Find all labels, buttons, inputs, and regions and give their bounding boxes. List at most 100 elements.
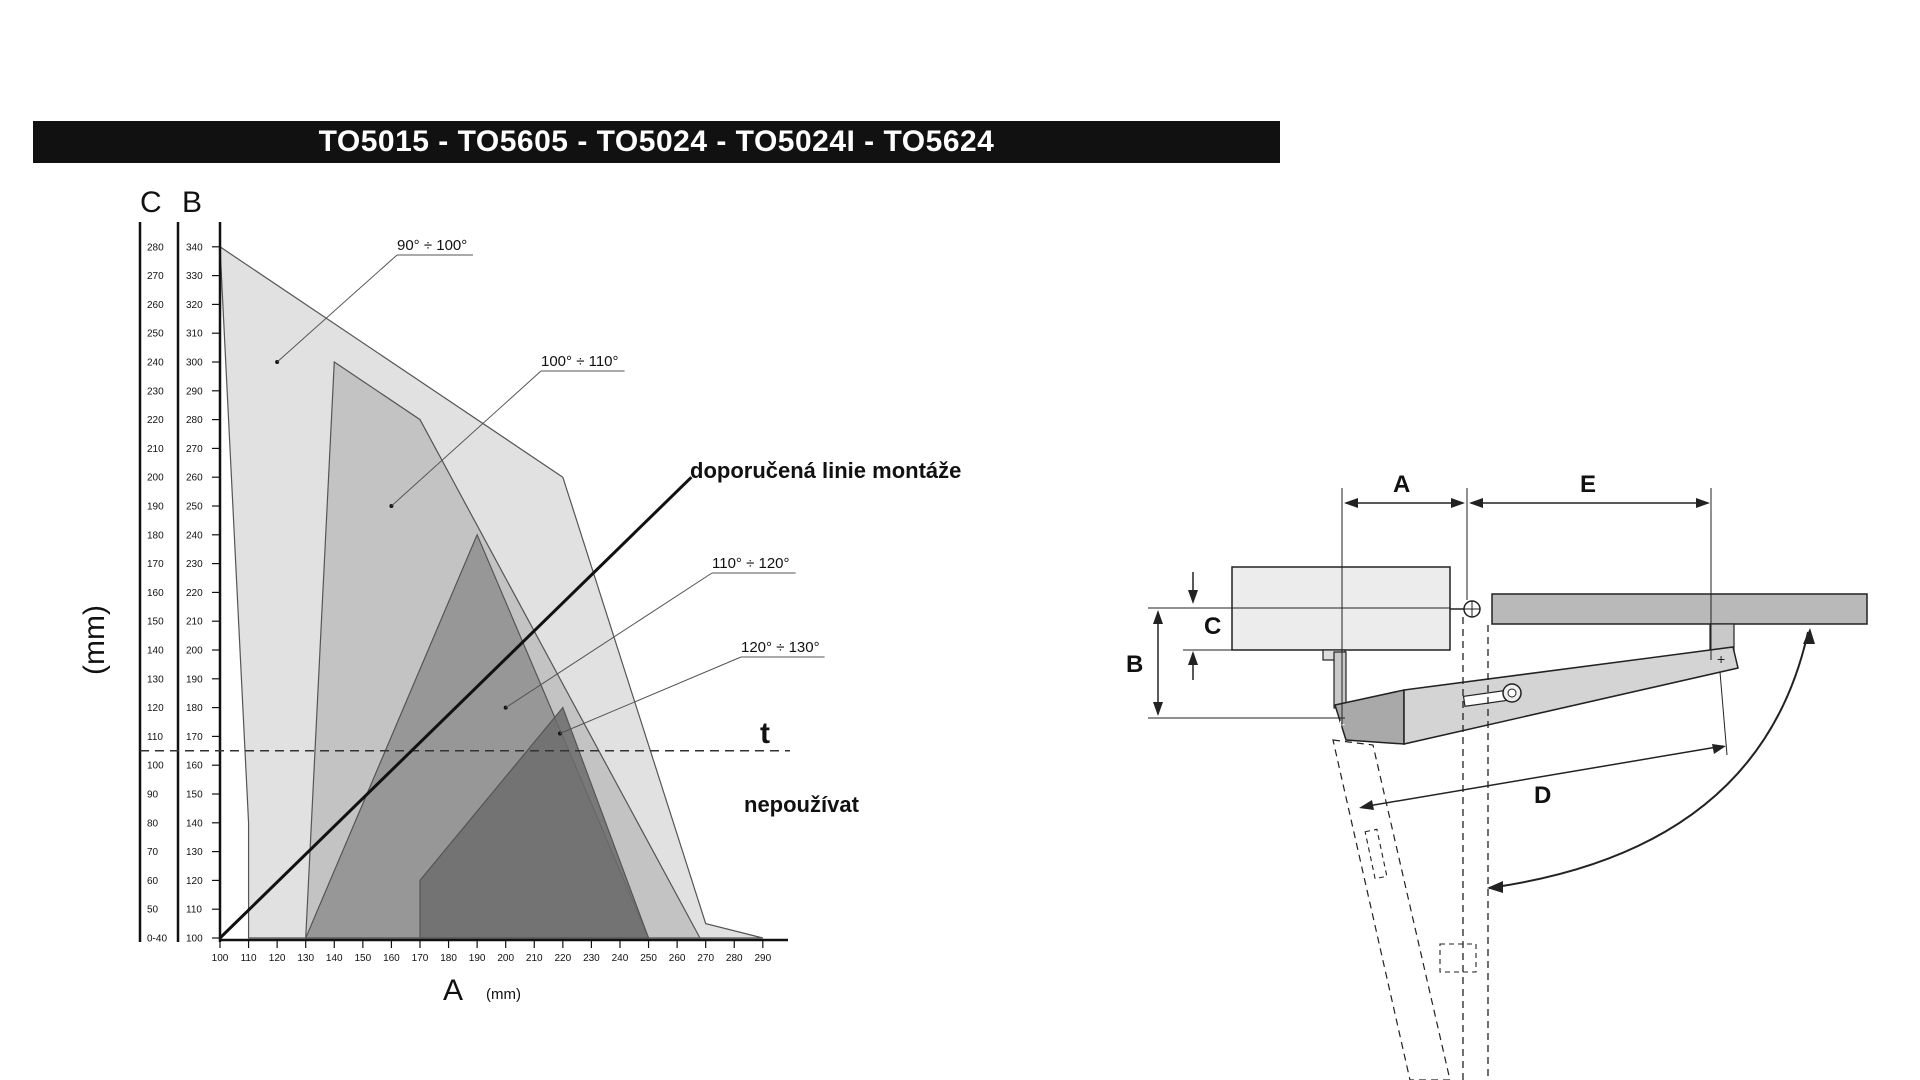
c-tick-label: 130 (147, 674, 164, 685)
c-tick-label: 280 (147, 242, 164, 253)
c-tick-label: 140 (147, 646, 164, 657)
b-tick-label: 200 (186, 646, 203, 657)
a-tick-label: 130 (297, 953, 314, 964)
a-tick-label: 120 (269, 953, 286, 964)
a-axis-letter: A (443, 974, 463, 1007)
b-tick-label: 170 (186, 732, 203, 743)
c-tick-label: 250 (147, 329, 164, 340)
b-tick-label: 320 (186, 300, 203, 311)
b-axis-ticks: 1001101201301401501601701801902002102202… (186, 242, 220, 945)
b-tick-label: 230 (186, 559, 203, 570)
dim-a-label: A (1393, 471, 1410, 498)
c-tick-label: 210 (147, 444, 164, 455)
b-tick-label: 290 (186, 386, 203, 397)
c-tick-label: 220 (147, 415, 164, 426)
a-tick-label: 160 (383, 953, 400, 964)
a-axis-unit: (mm) (486, 986, 521, 1003)
model-title: TO5015 - TO5605 - TO5024 - TO5024I - TO5… (318, 125, 995, 158)
a-tick-label: 140 (326, 953, 343, 964)
region-label-3: 110° ÷ 120° (712, 555, 790, 572)
a-tick-label: 210 (526, 953, 543, 964)
b-tick-label: 330 (186, 271, 203, 282)
b-tick-label: 280 (186, 415, 203, 426)
chart-axes (138, 222, 788, 942)
b-tick-label: 310 (186, 329, 203, 340)
do-not-use-label: nepoužívat (744, 792, 860, 817)
c-tick-label: 110 (147, 732, 163, 743)
b-tick-label: 180 (186, 703, 203, 714)
c-tick-label: 100 (147, 761, 164, 772)
c-tick-label: 0-40 (147, 934, 167, 945)
b-tick-label: 210 (186, 617, 203, 628)
dim-c-label: C (1204, 613, 1221, 640)
c-tick-label: 90 (147, 790, 159, 801)
b-tick-label: 270 (186, 444, 203, 455)
c-tick-label: 270 (147, 271, 164, 282)
gate-leaf (1491, 593, 1868, 625)
opening-arc (1488, 631, 1809, 889)
a-tick-label: 270 (697, 953, 714, 964)
dim-d-label: D (1534, 782, 1551, 809)
region-label-2: 100° ÷ 110° (541, 353, 619, 370)
c-tick-label: 50 (147, 905, 159, 916)
b-tick-label: 260 (186, 473, 203, 484)
svg-text:+: + (1717, 651, 1725, 667)
c-tick-label: 240 (147, 358, 164, 369)
c-axis-ticks: 0-40506070809010011012013014015016017018… (147, 242, 167, 944)
region-label-1: 90° ÷ 100° (397, 237, 467, 254)
opened-operator-outline (1332, 739, 1451, 1080)
threshold-label: t (760, 717, 770, 750)
c-tick-label: 180 (147, 530, 164, 541)
b-tick-label: 190 (186, 674, 203, 685)
b-tick-label: 340 (186, 242, 203, 253)
a-tick-label: 280 (726, 953, 743, 964)
rear-bracket-post (1333, 651, 1347, 709)
installation-chart: 100 110 120 130 140 150 160 170 180 190 200 210 220 2… (78, 186, 961, 1007)
operator-arm (1403, 646, 1739, 745)
b-tick-label: 300 (186, 358, 203, 369)
model-title-bar: TO5015 - TO5605 - TO5024 - TO5024I - TO5… (33, 121, 1280, 163)
a-tick-label: 290 (754, 953, 771, 964)
c-axis-letter: C (140, 186, 162, 219)
a-tick-label: 170 (412, 953, 429, 964)
region-label-4: 120° ÷ 130° (741, 639, 820, 656)
a-tick-label: 220 (554, 953, 571, 964)
a-tick-label: 240 (612, 953, 629, 964)
b-axis-letter: B (182, 186, 202, 219)
opened-bracket-outline (1439, 943, 1477, 973)
svg-text:+: + (1336, 717, 1345, 734)
c-tick-label: 230 (147, 386, 164, 397)
c-tick-label: 150 (147, 617, 164, 628)
recommended-line-label: doporučená linie montáže (690, 458, 961, 483)
b-tick-label: 150 (186, 790, 203, 801)
b-tick-label: 160 (186, 761, 203, 772)
a-tick-label: 150 (355, 953, 372, 964)
b-tick-label: 130 (186, 847, 203, 858)
a-tick-label: 180 (440, 953, 457, 964)
b-tick-label: 250 (186, 502, 203, 513)
arc-arrow-icon (1803, 628, 1815, 644)
b-tick-label: 220 (186, 588, 203, 599)
angle-regions (219, 245, 763, 939)
b-tick-label: 140 (186, 818, 203, 829)
dim-b-label: B (1126, 651, 1143, 678)
a-tick-label: 250 (640, 953, 657, 964)
a-tick-label: 260 (669, 953, 686, 964)
a-tick-label: 230 (583, 953, 600, 964)
c-tick-label: 60 (147, 876, 159, 887)
c-tick-label: 190 (147, 502, 164, 513)
c-tick-label: 170 (147, 559, 164, 570)
b-tick-label: 240 (186, 530, 203, 541)
installation-schematic: + + A E B C (1126, 471, 1868, 1080)
a-tick-label: 110 (241, 953, 257, 964)
a-tick-label: 190 (469, 953, 486, 964)
c-tick-label: 160 (147, 588, 164, 599)
c-tick-label: 120 (147, 703, 164, 714)
b-tick-label: 110 (186, 905, 202, 916)
recommended-line (218, 476, 693, 940)
opened-slot-outline (1364, 828, 1388, 880)
b-tick-label: 100 (186, 934, 203, 945)
c-tick-label: 260 (147, 300, 164, 311)
